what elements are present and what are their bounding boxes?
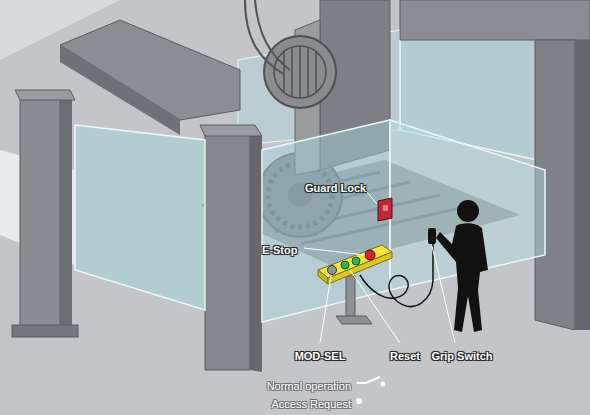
callout-label: Grip Switch (431, 346, 492, 364)
cable (255, 0, 290, 70)
callout-label: E-Stop (262, 240, 297, 258)
gantry-beam (400, 0, 590, 40)
gantry-leg (250, 130, 262, 372)
callout-text: Reset (390, 350, 420, 362)
callout-text: Grip Switch (431, 350, 492, 362)
gantry-beam (60, 45, 180, 135)
gantry-leg (205, 130, 250, 370)
panel-stand (336, 316, 372, 324)
legend-text: Access Request (272, 398, 351, 410)
leg-foot (12, 325, 78, 337)
gantry-leg (575, 40, 590, 330)
cable (245, 0, 285, 75)
callout-label: MOD-SEL (295, 346, 346, 364)
leg-cap (15, 90, 75, 100)
gantry-leg (20, 95, 60, 330)
gantry-leg (60, 95, 72, 335)
callout-label: Reset (390, 346, 420, 364)
legend-samples (356, 377, 386, 404)
callout-text: E-Stop (262, 244, 297, 256)
glass-panel (75, 125, 205, 310)
leader-lines (304, 191, 455, 343)
glass-panel (262, 120, 390, 322)
legend-text: Normal operation (267, 380, 351, 392)
guard-lock (378, 198, 392, 221)
callout-text: MOD-SEL (295, 350, 346, 362)
legend-item: Normal operation (267, 376, 351, 394)
callout-text: Guard Lock (305, 182, 366, 194)
panel-stand (346, 276, 355, 316)
legend-item: Access Request (272, 394, 351, 412)
leg-cap (200, 125, 262, 136)
grip-cable (360, 240, 433, 306)
motor (264, 36, 336, 108)
callout-label: Guard Lock (305, 178, 366, 196)
